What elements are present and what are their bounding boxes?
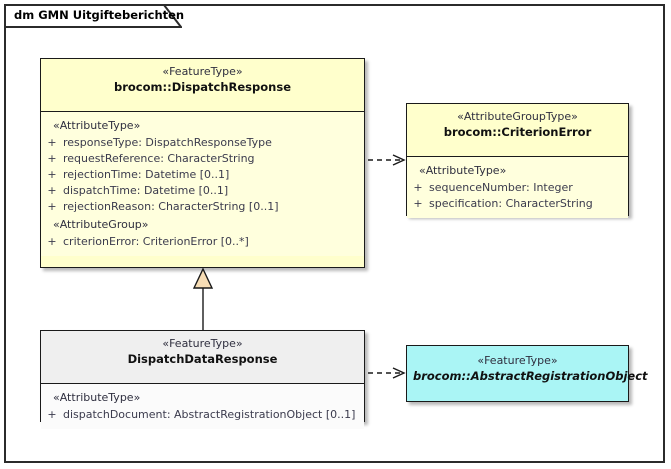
attribute-group-label: «AttributeGroup» bbox=[53, 218, 149, 231]
class-name: DispatchDataResponse bbox=[127, 352, 278, 366]
visibility-marker: + bbox=[413, 197, 423, 210]
class-header-criterion-error: «AttributeGroupType» brocom::CriterionEr… bbox=[407, 104, 628, 156]
attribute-group-label: «AttributeType» bbox=[53, 119, 141, 132]
attribute-group-label: «AttributeType» bbox=[53, 391, 141, 404]
class-header-dispatch-response: «FeatureType» brocom::DispatchResponse bbox=[41, 59, 364, 111]
visibility-marker: + bbox=[413, 181, 423, 194]
attribute-label: requestReference: CharacterString bbox=[63, 152, 255, 165]
class-name: brocom::DispatchResponse bbox=[114, 80, 291, 94]
attribute-row[interactable]: + dispatchDocument: AbstractRegistration… bbox=[41, 407, 364, 423]
class-separator bbox=[41, 111, 364, 112]
attribute-row[interactable]: + rejectionTime: Datetime [0..1] bbox=[41, 167, 364, 183]
class-box-criterion-error[interactable]: «AttributeGroupType» brocom::CriterionEr… bbox=[406, 103, 629, 218]
class-box-abstract-registration-object[interactable]: «FeatureType» brocom::AbstractRegistrati… bbox=[406, 345, 648, 402]
class-separator bbox=[407, 156, 628, 157]
class-body-dispatch-data-response: «AttributeType» + dispatchDocument: Abst… bbox=[41, 384, 364, 429]
class-stereotype: «FeatureType» bbox=[162, 337, 243, 350]
class-header-abstract-registration-object: «FeatureType» brocom::AbstractRegistrati… bbox=[407, 346, 648, 401]
visibility-marker: + bbox=[47, 200, 57, 213]
class-name: brocom::CriterionError bbox=[443, 125, 592, 139]
class-separator bbox=[41, 383, 364, 384]
attribute-row[interactable]: + sequenceNumber: Integer bbox=[407, 180, 628, 196]
attribute-row[interactable]: + requestReference: CharacterString bbox=[41, 151, 364, 167]
attribute-label: sequenceNumber: Integer bbox=[429, 181, 573, 194]
attribute-label: responseType: DispatchResponseType bbox=[63, 136, 272, 149]
attribute-label: rejectionTime: Datetime [0..1] bbox=[63, 168, 230, 181]
attribute-row[interactable]: + dispatchTime: Datetime [0..1] bbox=[41, 183, 364, 199]
class-stereotype: «FeatureType» bbox=[477, 354, 558, 367]
class-box-dispatch-data-response[interactable]: «FeatureType» DispatchDataResponse «Attr… bbox=[40, 330, 365, 429]
attribute-label: dispatchDocument: AbstractRegistrationOb… bbox=[63, 408, 356, 421]
visibility-marker: + bbox=[47, 152, 57, 165]
visibility-marker: + bbox=[47, 184, 57, 197]
diagram-title: dm GMN Uitgifteberichten bbox=[14, 8, 185, 22]
attribute-row[interactable]: + specification: CharacterString bbox=[407, 196, 628, 212]
attribute-label: rejectionReason: CharacterString [0..1] bbox=[63, 200, 279, 213]
class-name: brocom::AbstractRegistrationObject bbox=[413, 369, 648, 383]
class-box-dispatch-response[interactable]: «FeatureType» brocom::DispatchResponse «… bbox=[40, 58, 365, 268]
visibility-marker: + bbox=[47, 136, 57, 149]
attribute-label: criterionError: CriterionError [0..*] bbox=[63, 235, 249, 248]
class-stereotype: «AttributeGroupType» bbox=[457, 110, 578, 123]
attribute-row[interactable]: + responseType: DispatchResponseType bbox=[41, 135, 364, 151]
visibility-marker: + bbox=[47, 168, 57, 181]
class-header-dispatch-data-response: «FeatureType» DispatchDataResponse bbox=[41, 331, 364, 383]
class-body-dispatch-response: «AttributeType» + responseType: Dispatch… bbox=[41, 112, 364, 256]
visibility-marker: + bbox=[47, 408, 57, 421]
attribute-row[interactable]: + criterionError: CriterionError [0..*] bbox=[41, 234, 364, 250]
class-body-criterion-error: «AttributeType» + sequenceNumber: Intege… bbox=[407, 157, 628, 218]
attribute-group-label: «AttributeType» bbox=[419, 164, 507, 177]
attribute-label: specification: CharacterString bbox=[429, 197, 593, 210]
class-stereotype: «FeatureType» bbox=[162, 65, 243, 78]
attribute-row[interactable]: + rejectionReason: CharacterString [0..1… bbox=[41, 199, 364, 215]
title-tab-shape bbox=[4, 4, 182, 28]
visibility-marker: + bbox=[47, 235, 57, 248]
attribute-label: dispatchTime: Datetime [0..1] bbox=[63, 184, 229, 197]
